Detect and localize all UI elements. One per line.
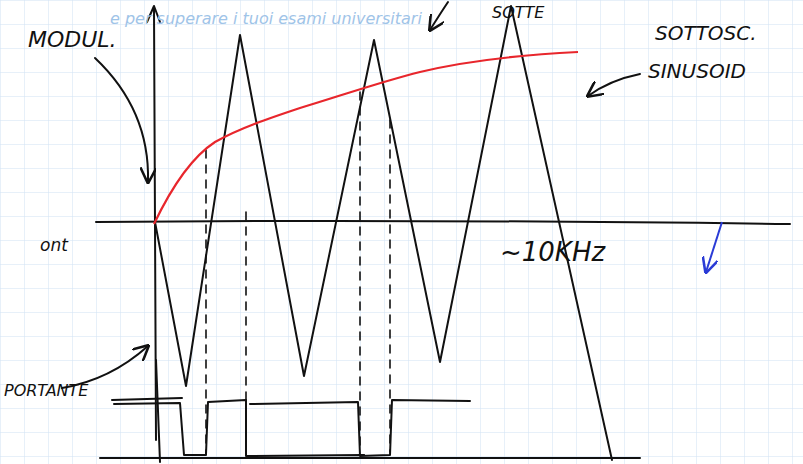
dashed-projection: [359, 92, 361, 452]
note-label: ont: [40, 236, 68, 255]
frequency-label: ~10KHz: [500, 238, 605, 267]
pwm-baseline: [100, 457, 640, 459]
watermark: e per superare i tuoi esami universitari: [110, 10, 422, 28]
leader-arrow: [95, 58, 148, 182]
leader-arrow: [430, 2, 448, 30]
blue-check-mark: [706, 222, 722, 272]
signal-label: SINUSOID: [648, 60, 746, 82]
pwm-wave: [112, 398, 470, 456]
modulation-label: MODUL.: [28, 28, 117, 52]
signal-label: SOTTOSC.: [655, 22, 757, 44]
dashed-projection: [389, 120, 391, 452]
horizontal-axis: [96, 221, 790, 224]
pwm-edge: [156, 360, 160, 462]
triangle-carrier: [155, 6, 612, 460]
leader-arrow: [588, 74, 640, 96]
carrier-label: PORTANTE: [4, 382, 88, 400]
modulating-sinusoid: [154, 52, 578, 224]
dashed-projection: [205, 150, 207, 452]
note-label: SOTTE: [492, 4, 544, 22]
